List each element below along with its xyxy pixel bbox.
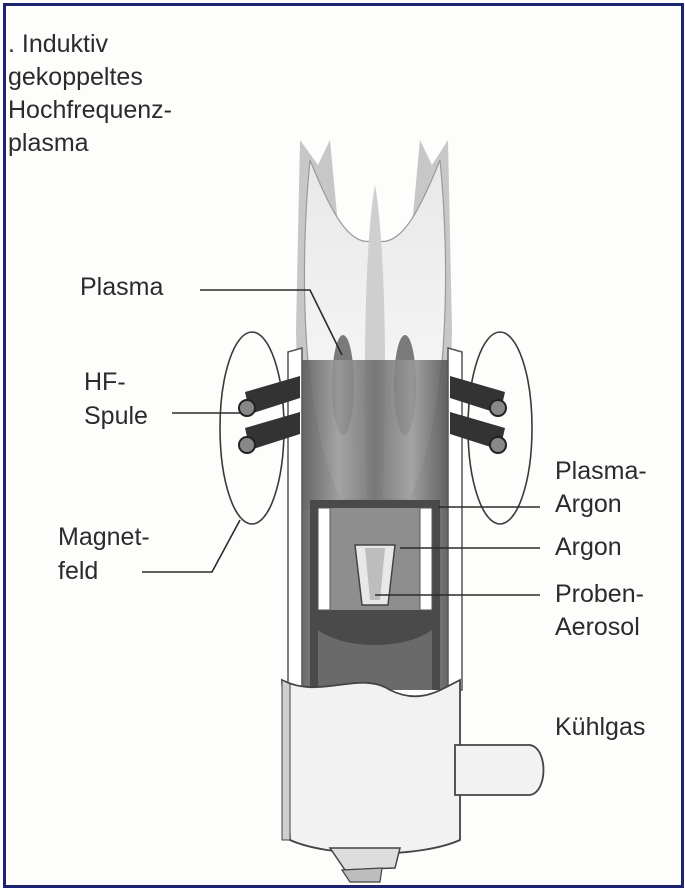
- diagram-title: . Induktiv gekoppeltes Hochfrequenz- pla…: [8, 28, 172, 160]
- label-plasma: Plasma: [80, 272, 163, 302]
- title-line-1: . Induktiv: [8, 28, 172, 61]
- label-proben-line-2: Aerosol: [555, 611, 644, 644]
- label-hf-line-1: HF-: [84, 365, 148, 399]
- torch-base: [282, 680, 544, 882]
- label-plasma-argon: Plasma- Argon: [555, 455, 647, 521]
- label-plasma-argon-line-1: Plasma-: [555, 455, 647, 488]
- title-line-2: gekoppeltes: [8, 61, 172, 94]
- label-magnetfeld: Magnet- feld: [58, 520, 150, 588]
- label-proben-aerosol: Proben- Aerosol: [555, 578, 644, 644]
- label-magnet-line-2: feld: [58, 554, 150, 588]
- torch-body: [288, 348, 462, 690]
- label-plasma-argon-line-2: Argon: [555, 488, 647, 521]
- magnetfeld-leader: [142, 520, 240, 572]
- title-line-3: Hochfrequenz-: [8, 94, 172, 127]
- title-line-4: plasma: [8, 127, 172, 160]
- label-proben-line-1: Proben-: [555, 578, 644, 611]
- label-kuehlgas: Kühlgas: [555, 712, 645, 742]
- label-hf-line-2: Spule: [84, 399, 148, 433]
- label-magnet-line-1: Magnet-: [58, 520, 150, 554]
- label-hf-spule: HF- Spule: [84, 365, 148, 433]
- label-argon: Argon: [555, 532, 622, 562]
